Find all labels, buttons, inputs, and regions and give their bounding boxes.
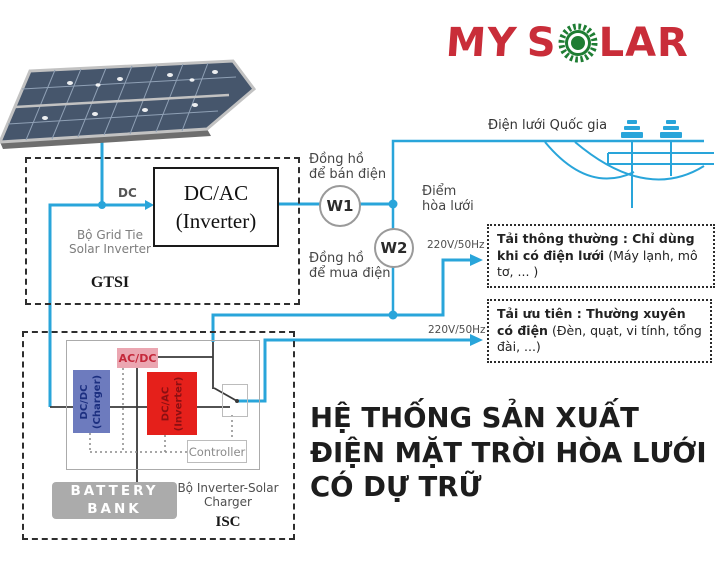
isc-name: Bộ Inverter-Solar Charger ISC: [170, 481, 286, 531]
sell-meter-label: Đồng hồ để bán điện: [309, 152, 387, 183]
ac-junction-dot-2: [388, 310, 398, 320]
isc-inner-frame: [66, 340, 260, 470]
sun-gear-icon: [558, 23, 598, 63]
grid-tie-point-label: Điểm hòa lưới: [422, 184, 474, 215]
control-signal-wires: [89, 368, 233, 453]
dcdc-charger-box: DC/DC (Charger): [73, 370, 110, 433]
solar-panel-image: [0, 59, 257, 149]
logo-text-my: MY: [444, 20, 519, 66]
gtsi-box: [25, 157, 300, 305]
buy-meter-label: Đồng hồ để mua điện: [309, 251, 391, 282]
national-grid-label: Điện lưới Quốc gia: [488, 118, 608, 133]
isc-box: [22, 331, 295, 540]
normal-load-box: Tải thông thường : Chỉ dùng khi có điện …: [487, 224, 715, 288]
meter-w1: W1: [319, 185, 361, 227]
acdc-converter-box: AC/DC: [117, 348, 158, 368]
my-solar-logo: MY S LAR: [444, 18, 689, 68]
diagram-title: HỆ THỐNG SẢN XUẤT ĐIỆN MẶT TRỜI HÒA LƯỚI…: [310, 402, 707, 504]
insulator-icons: [621, 120, 682, 138]
dc-junction-dot: [98, 201, 106, 209]
transfer-switch-box: [222, 384, 248, 417]
switch-contact-dot: [235, 399, 239, 403]
dc-wires: [48, 138, 145, 407]
controller-box: Controller: [187, 440, 247, 463]
ac-junction-dot-1: [388, 199, 398, 209]
grid-tie-inverter-box: DC/AC (Inverter): [153, 167, 279, 247]
gtsi-name: Bộ Grid Tie Solar Inverter: [69, 228, 151, 257]
isc-abbr: ISC: [215, 513, 241, 530]
battery-bank-box: BATTERY BANK: [52, 482, 177, 519]
load1-arrowhead: [470, 254, 483, 266]
dc-wire-label: DC: [118, 186, 137, 200]
dc-arrowhead: [145, 200, 154, 210]
priority-load-box: Tải ưu tiên : Thường xuyên có điện (Đèn,…: [487, 299, 712, 363]
meter-w2: W2: [374, 228, 414, 268]
logo-text-s: S: [526, 20, 557, 66]
dcac-inverter-box: DC/AC (Inverter): [147, 372, 197, 435]
gtsi-abbr: GTSI: [90, 274, 130, 291]
voltage-label-top: 220V/50Hz: [427, 239, 485, 251]
voltage-label-bottom: 220V/50Hz: [428, 324, 486, 336]
logo-text-lar: LAR: [598, 20, 689, 66]
load2-arrowhead: [470, 334, 483, 346]
